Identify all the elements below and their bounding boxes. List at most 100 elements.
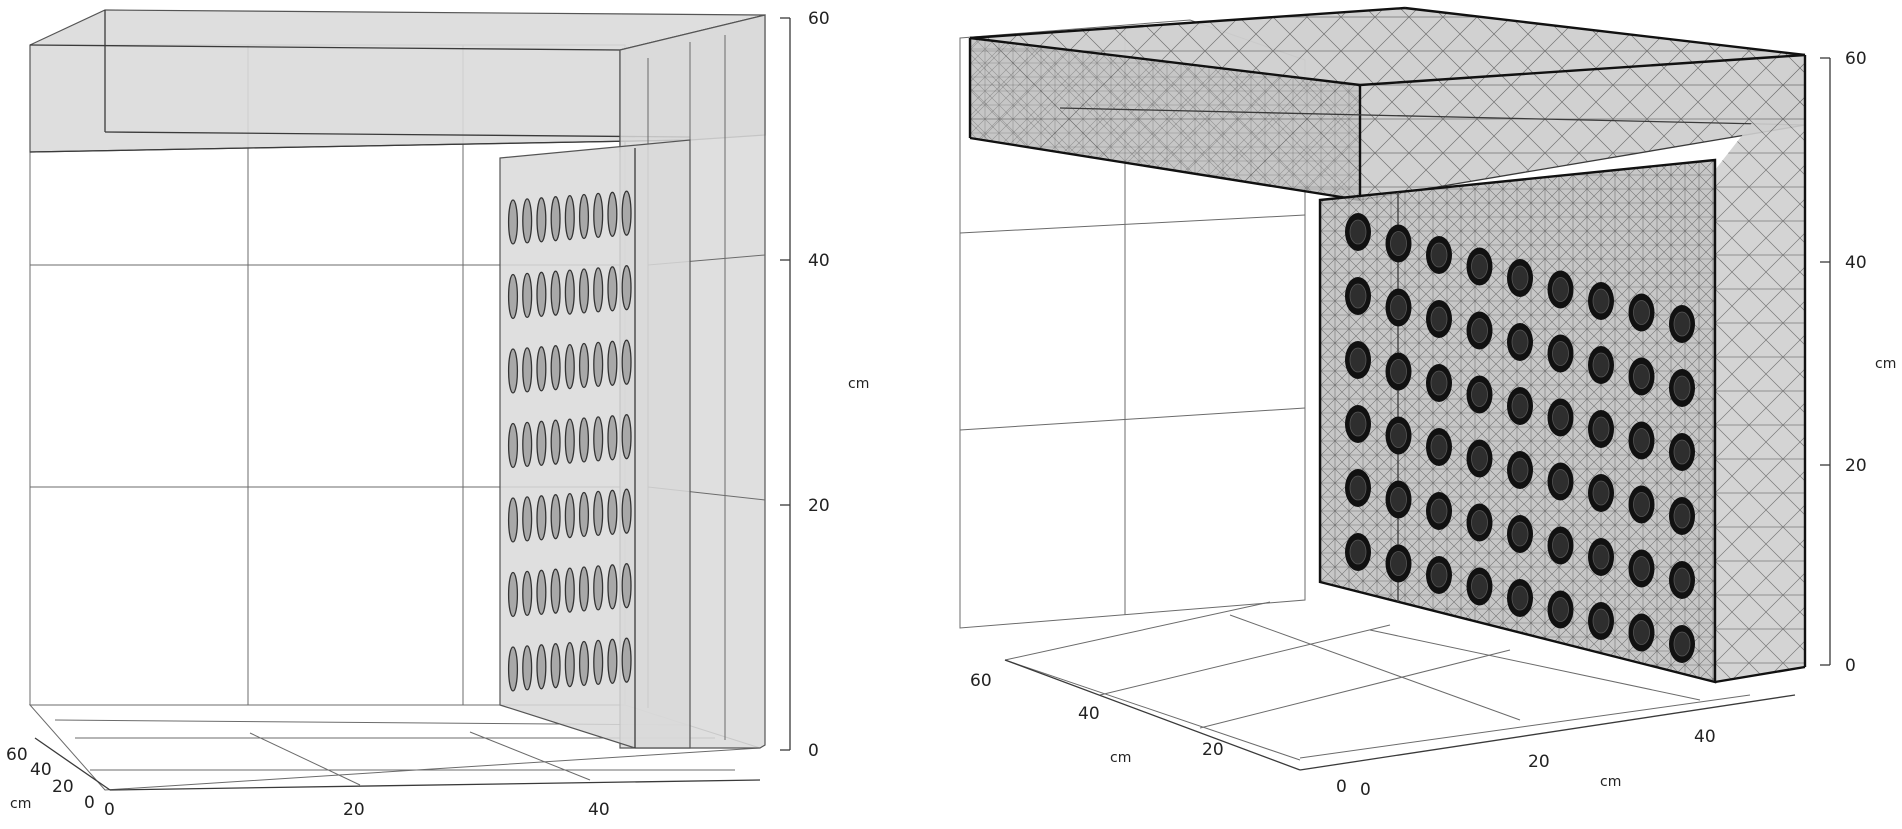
hole-inner — [1511, 393, 1529, 419]
hole-inner — [1633, 556, 1650, 581]
d-tick-0: 0 — [1336, 777, 1347, 797]
hole-inner — [1511, 265, 1529, 291]
hole — [578, 417, 590, 463]
hole-inner — [1349, 219, 1367, 245]
hole-inner — [1349, 283, 1367, 309]
hole-inner — [1633, 620, 1650, 645]
vertical-axis: 60 40 20 0 cm — [1820, 49, 1896, 676]
hole — [607, 564, 618, 610]
hole — [507, 348, 519, 394]
hole — [550, 345, 561, 391]
hole-inner — [1390, 551, 1407, 576]
hole-inner — [1471, 254, 1488, 279]
hole-inner — [1471, 382, 1488, 407]
hole-array — [507, 190, 632, 692]
hole — [522, 347, 533, 393]
width-axis: 0 20 40 cm — [1299, 694, 1796, 800]
hole-inner — [1511, 457, 1529, 483]
hole-inner — [1430, 562, 1448, 588]
hole-inner — [1390, 295, 1407, 320]
hole — [607, 191, 618, 237]
hole-inner — [1471, 318, 1488, 343]
depth-axis: 60 40 20 0 cm — [6, 737, 111, 813]
hole — [621, 637, 632, 683]
hole — [607, 638, 618, 684]
d-tick-20: 20 — [1202, 740, 1224, 760]
hole — [578, 342, 590, 389]
hole-inner — [1430, 498, 1448, 524]
hole — [564, 567, 575, 613]
hole — [593, 416, 604, 462]
hole-inner — [1471, 574, 1488, 599]
w-tick-20: 20 — [343, 800, 365, 820]
w-tick-0: 0 — [1360, 780, 1371, 800]
v-tick-20: 20 — [1845, 456, 1867, 476]
top-duct — [968, 6, 1806, 202]
hole-inner — [1552, 341, 1569, 366]
depth-axis: 60 40 20 0 cm — [970, 659, 1347, 797]
hole-inner — [1673, 311, 1691, 337]
hole — [607, 340, 618, 386]
hole — [507, 646, 519, 692]
d-axis-unit: cm — [1110, 750, 1131, 766]
v-tick-20: 20 — [808, 496, 830, 516]
geometry-svg: 60 40 20 0 cm 60 40 20 0 cm 0 20 40 — [6, 9, 869, 820]
hole — [564, 492, 575, 539]
hole — [536, 271, 547, 317]
hole — [507, 273, 519, 320]
hole-inner — [1430, 434, 1448, 460]
hole — [550, 196, 561, 242]
hole-inner — [1592, 288, 1610, 314]
w-axis-unit: cm — [1600, 774, 1621, 790]
hole-inner — [1592, 608, 1610, 634]
hole — [564, 194, 575, 241]
hole-inner — [1552, 597, 1569, 622]
d-tick-40: 40 — [30, 760, 52, 780]
d-tick-20: 20 — [52, 777, 74, 797]
hole — [522, 421, 533, 468]
v-axis-unit: cm — [1875, 356, 1896, 372]
hole-inner — [1673, 439, 1691, 465]
mesh-view: 60 40 20 0 cm 60 40 20 0 cm 0 20 40 — [950, 0, 1902, 825]
hole-inner — [1633, 428, 1650, 453]
hole-inner — [1552, 405, 1569, 430]
hole — [593, 639, 604, 686]
hole-inner — [1349, 347, 1367, 373]
hole — [593, 565, 604, 611]
hole — [593, 267, 604, 313]
hole-inner — [1673, 375, 1691, 401]
w-tick-20: 20 — [1528, 752, 1550, 772]
hole-inner — [1552, 277, 1569, 302]
hole-inner — [1471, 510, 1488, 535]
mesh-svg: 60 40 20 0 cm 60 40 20 0 cm 0 20 40 — [959, 6, 1896, 800]
geometry-view: 60 40 20 0 cm 60 40 20 0 cm 0 20 40 — [0, 0, 950, 825]
side-column — [1714, 55, 1807, 684]
hole-inner — [1390, 487, 1407, 512]
perforated-panel — [1318, 158, 1717, 684]
hole-inner — [1633, 364, 1650, 389]
hole-inner — [1673, 567, 1691, 593]
hole-inner — [1673, 631, 1691, 657]
vertical-axis: 60 40 20 0 cm — [780, 9, 869, 761]
hole — [578, 193, 590, 240]
hole-inner — [1511, 585, 1529, 611]
hole-inner — [1430, 306, 1448, 332]
hole-inner — [1633, 492, 1650, 517]
hole — [607, 489, 618, 535]
hole — [550, 270, 561, 316]
hole — [522, 496, 533, 542]
v-tick-0: 0 — [808, 741, 819, 761]
hole — [550, 419, 561, 465]
hole-inner — [1390, 423, 1407, 448]
hole — [522, 570, 533, 617]
hole-inner — [1592, 416, 1610, 442]
hole — [607, 266, 618, 312]
hole — [550, 494, 561, 540]
d-tick-0: 0 — [84, 793, 95, 813]
v-tick-40: 40 — [1845, 253, 1867, 273]
hole — [522, 198, 533, 244]
hole — [522, 645, 533, 691]
hole — [564, 269, 575, 315]
perforated-panel — [499, 139, 691, 749]
